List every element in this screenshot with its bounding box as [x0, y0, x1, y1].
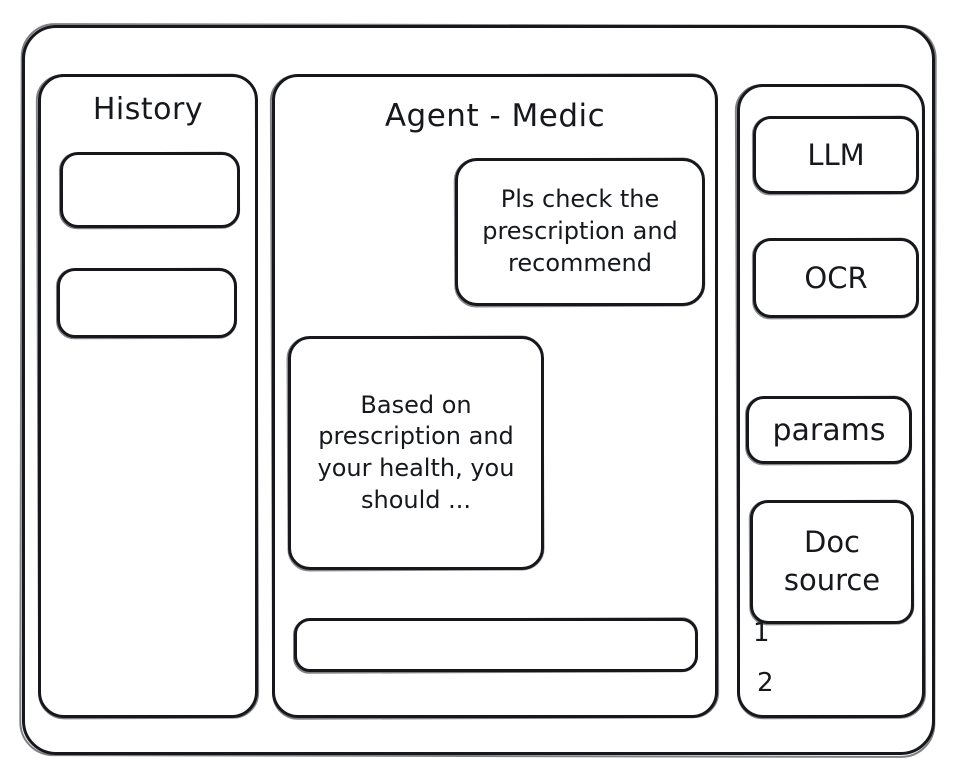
tools-panel	[737, 84, 925, 718]
user-message-bubble: Pls check the prescription and recommend	[455, 158, 705, 306]
tool-button-llm[interactable]: LLM	[753, 116, 919, 194]
tool-button-ocr[interactable]: OCR	[753, 238, 919, 318]
doc-source-panel[interactable]: Doc source	[750, 500, 914, 624]
window-frame	[22, 25, 935, 755]
page-title: Agent - Medic	[384, 98, 606, 134]
doc-source-entry[interactable]: 1	[753, 618, 770, 648]
tool-button-params[interactable]: params	[746, 396, 912, 464]
message-input[interactable]	[294, 618, 698, 672]
history-item[interactable]	[57, 268, 237, 338]
history-panel	[38, 74, 258, 718]
history-item[interactable]	[60, 152, 240, 228]
agent-panel	[272, 74, 718, 718]
doc-source-entry[interactable]: 2	[757, 668, 774, 698]
assistant-message-bubble: Based on prescription and your health, y…	[288, 336, 544, 570]
history-panel-title: History	[92, 92, 204, 127]
